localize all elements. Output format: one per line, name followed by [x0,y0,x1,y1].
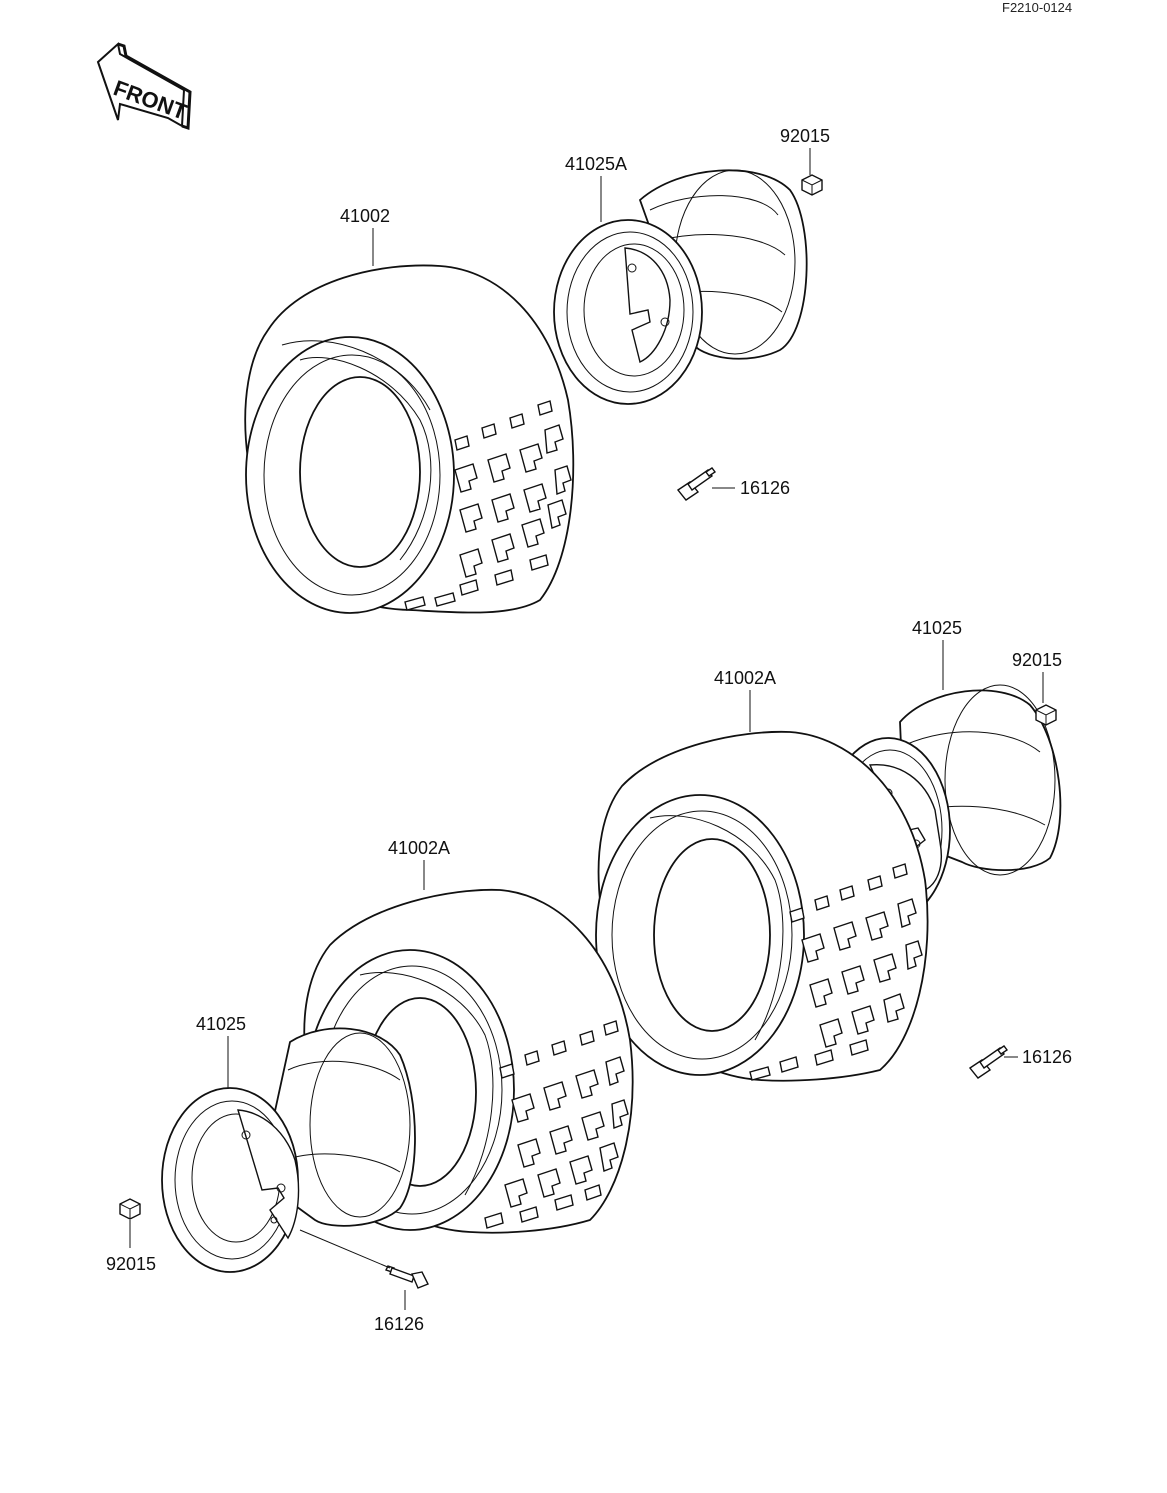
label-valve-rear-right: 16126 [1022,1047,1072,1067]
label-rim-rear-left: 41025 [196,1014,246,1034]
rear-left-hex-nut-icon [119,1198,141,1220]
front-tire-tread [404,400,572,611]
label-rim-front: 41025A [565,154,627,174]
rear-right-hex-nut-icon [1035,704,1057,726]
front-hex-nut-icon [801,174,823,196]
rear-right-valve-stem-icon [968,1045,1009,1079]
label-valve-rear-left: 16126 [374,1314,424,1334]
rear-right-tire-tread [749,863,923,1081]
front-valve-stem-icon [676,467,717,501]
label-valve-front: 16126 [740,478,790,498]
label-tire-rear-right: 41002A [714,668,776,688]
label-rim-rear-right: 41025 [912,618,962,638]
label-tire-front: 41002 [340,206,390,226]
front-tire [244,264,575,614]
rear-right-tire [595,730,929,1082]
label-tire-rear-left: 41002A [388,838,450,858]
label-nut-rear-right: 92015 [1012,650,1062,670]
front-arrow-icon: FRONT [96,42,192,131]
rear-left-tire-tread [484,1020,629,1229]
label-nut-rear-left: 92015 [106,1254,156,1274]
label-nut-front: 92015 [780,126,830,146]
figure-code: F2210-0124 [1002,0,1072,15]
front-rim [553,169,808,405]
rear-left-rim [161,1027,416,1273]
rear-left-valve-stem-icon [385,1265,429,1289]
